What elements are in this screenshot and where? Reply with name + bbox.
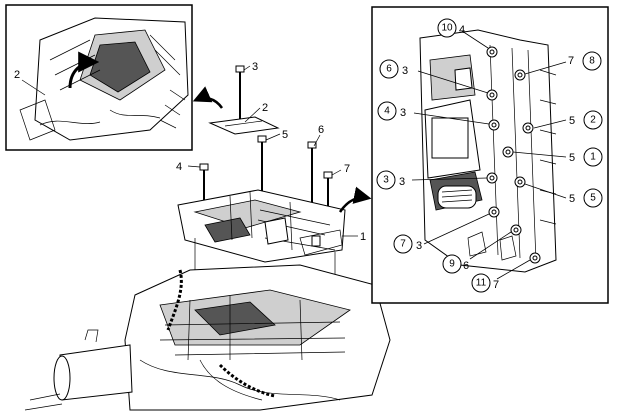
bolt-5 [257,135,267,195]
callout-m4: 4 [176,161,182,173]
svg-text:7: 7 [400,239,406,250]
svg-text:8: 8 [589,56,595,67]
svg-text:3: 3 [400,107,406,119]
svg-text:3: 3 [383,175,389,186]
svg-text:5: 5 [590,193,596,204]
svg-text:7: 7 [568,55,574,67]
callout-m7: 7 [344,163,350,175]
callout-m3: 3 [252,61,258,73]
callout-m5: 5 [282,129,288,141]
callout-r-9-6: 9 6 [442,254,469,274]
left-inset: 2 [5,4,193,151]
svg-text:4: 4 [459,24,465,36]
svg-text:3: 3 [416,240,422,252]
svg-text:5: 5 [569,152,575,164]
svg-text:6: 6 [463,260,469,272]
svg-text:10: 10 [441,23,453,34]
callout-r-6-3: 6 3 [379,59,408,79]
svg-text:3: 3 [399,176,405,188]
svg-text:4: 4 [384,106,390,117]
svg-text:7: 7 [493,279,499,291]
svg-text:5: 5 [569,193,575,205]
bolt-4 [199,163,209,200]
callout-r-5-2: 5 2 [569,110,603,130]
right-inset: 10 4 7 8 6 3 4 3 5 2 5 1 3 [371,6,609,304]
callout-r-7-8: 7 8 [568,51,602,71]
svg-text:1: 1 [590,152,596,163]
callout-r-5-5: 5 5 [569,188,603,208]
callout-r-7-3: 7 3 [393,234,422,254]
callout-m1: 1 [360,231,366,243]
svg-text:3: 3 [402,65,408,77]
main-exploded-view: 3 2 5 6 7 4 1 [24,61,391,411]
svg-text:11: 11 [476,278,487,289]
bolt-3 [235,65,245,128]
svg-text:5: 5 [569,115,575,127]
svg-text:2: 2 [590,115,596,126]
callout-m6: 6 [318,124,324,136]
callout-r-4-3: 4 3 [377,101,406,121]
callout-r-11-7: 11 7 [471,273,499,293]
callout-r-10-4: 10 4 [437,18,465,38]
callout-r-5-1: 5 1 [569,147,603,167]
callout-m2: 2 [262,102,268,114]
svg-text:9: 9 [449,259,455,270]
callout-l2: 2 [14,69,20,81]
svg-text:6: 6 [386,64,392,75]
callout-r-3-3: 3 3 [376,170,405,190]
